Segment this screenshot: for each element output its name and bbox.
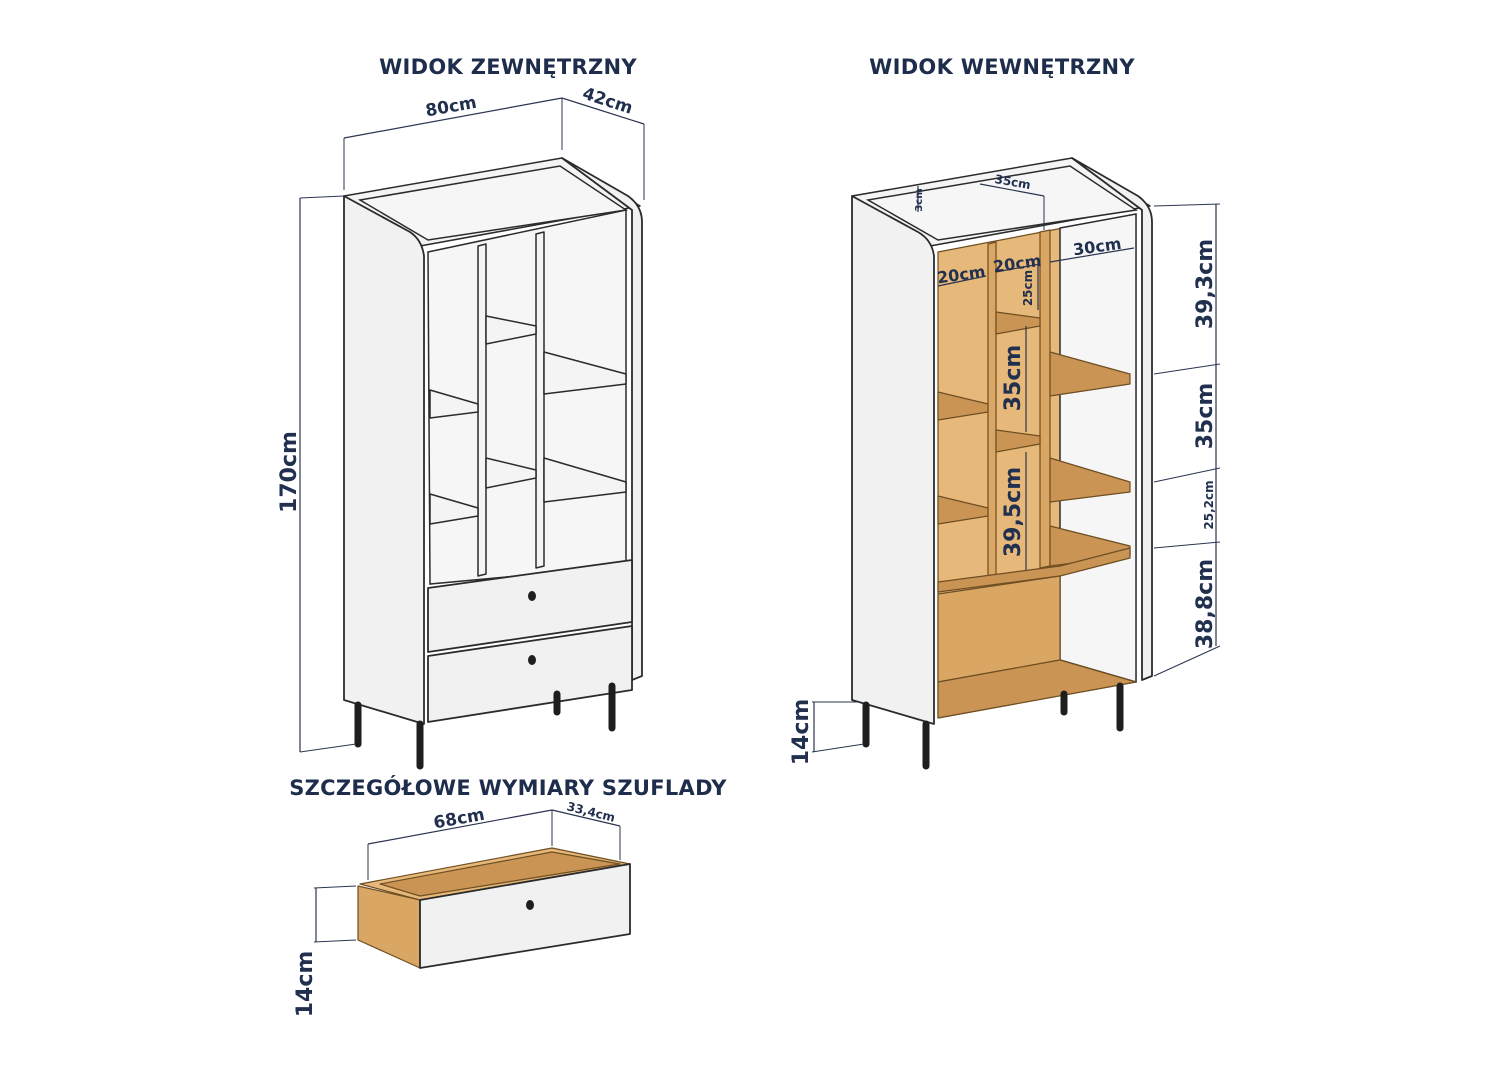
int-shelf-m1 xyxy=(995,311,1041,335)
int-shelf-r2 xyxy=(1049,457,1131,503)
drawer-back xyxy=(379,851,621,897)
int-right-zone xyxy=(1059,213,1137,683)
ext-shelf-6 xyxy=(429,493,479,525)
int-side-2-label: 35cm xyxy=(1193,383,1218,450)
int-side-4-label: 38,8cm xyxy=(1193,559,1218,649)
ext-front-interior xyxy=(427,209,627,585)
drawer-width-line xyxy=(367,809,553,845)
title-drawer: SZCZEGÓŁOWE WYMIARY SZUFLADY xyxy=(289,775,727,800)
int-top-width-line xyxy=(979,183,1045,197)
ext-shelf-4 xyxy=(485,457,537,489)
interior-dimensions: 3cm 35cm 20cm 20cm 30cm 25cm 35cm 39,5cm… xyxy=(789,172,1221,766)
ext-right-panel xyxy=(561,157,643,681)
ext-drawer-bottom-knob xyxy=(528,655,536,665)
drawer-width-label: 68cm xyxy=(432,805,486,834)
ext-drawer-bottom xyxy=(427,625,633,723)
int-top-recess xyxy=(865,165,1139,241)
int-top-small-label: 3cm xyxy=(914,188,925,211)
int-right-panel xyxy=(1071,157,1153,681)
ext-shelf-1 xyxy=(485,315,537,345)
ext-divider-1 xyxy=(477,243,487,577)
ext-shelf-3 xyxy=(429,389,479,419)
int-mid-comp-line xyxy=(995,263,1041,273)
int-shelf-l1 xyxy=(937,391,989,421)
interior-cabinet xyxy=(851,157,1153,770)
drawer-front xyxy=(419,863,631,969)
int-left-panel xyxy=(851,195,935,725)
int-legs-label: 14cm xyxy=(789,699,814,766)
drawer-depth-line xyxy=(551,809,621,827)
int-center-upper-label: 35cm xyxy=(1001,345,1026,412)
title-interior: WIDOK WEWNĘTRZNY xyxy=(869,55,1135,79)
int-top-width-label: 35cm xyxy=(994,172,1032,192)
ext-left-panel xyxy=(343,195,425,725)
ext-divider-2 xyxy=(535,231,545,569)
int-shelf-m2 xyxy=(995,429,1041,453)
ext-shelf-2 xyxy=(543,351,627,395)
ext-depth-label: 42cm xyxy=(580,84,635,119)
int-mid-depth-label: 25cm xyxy=(1021,270,1035,306)
drawer-depth-label: 33,4cm xyxy=(565,799,616,824)
ext-shelf-5 xyxy=(543,457,627,503)
int-side-3-label: 25,2cm xyxy=(1202,480,1216,529)
ext-width-line xyxy=(343,97,563,139)
drawer-knob xyxy=(526,900,534,910)
ext-width-label: 80cm xyxy=(424,93,478,122)
ext-drawer-top xyxy=(427,559,633,653)
drawer-height-label: 14cm xyxy=(293,951,318,1018)
int-shelf-main xyxy=(937,547,1131,593)
int-side-1-label: 39,3cm xyxy=(1193,239,1218,329)
int-bottom-floor xyxy=(937,659,1137,719)
int-center-lower-label: 39,5cm xyxy=(1001,467,1026,557)
int-divider-2 xyxy=(1039,229,1051,569)
drawer-detail xyxy=(357,847,631,969)
int-right-comp-line xyxy=(1049,247,1135,263)
int-shelf-l2 xyxy=(937,495,989,525)
int-divider-1 xyxy=(987,241,997,581)
int-shelf-r1 xyxy=(1049,351,1131,397)
ext-drawer-top-knob xyxy=(528,591,536,601)
exterior-cabinet xyxy=(343,157,643,770)
ext-height-label: 170cm xyxy=(277,431,302,513)
int-left-comp-line xyxy=(937,275,987,287)
title-exterior: WIDOK ZEWNĘTRZNY xyxy=(379,55,637,79)
ext-depth-line xyxy=(561,97,645,125)
drawer-side xyxy=(357,885,421,969)
